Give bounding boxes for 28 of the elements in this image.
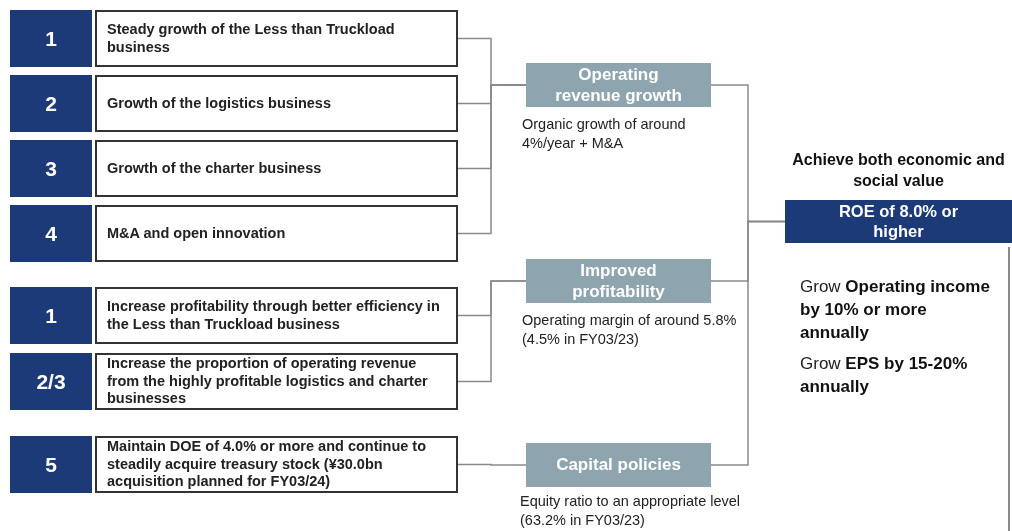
target-banner: ROE of 8.0% or higher [785, 200, 1012, 243]
number-tile: 2/3 [10, 353, 92, 410]
initiative-box: Steady growth of the Less than Truckload business [95, 10, 458, 67]
target-text: Grow Operating income by 10% or more annually [800, 276, 991, 344]
initiative-box: Growth of the logistics business [95, 75, 458, 132]
pillar-note: Organic growth of around 4%/year + M&A [522, 115, 687, 153]
pillar-box: Operating revenue growth [526, 63, 711, 107]
number-tile: 5 [10, 436, 92, 493]
number-tile: 2 [10, 75, 92, 132]
number-tile: 4 [10, 205, 92, 262]
initiative-box: Increase profitability through better efficiency in the Less than Truckload business [95, 287, 458, 344]
initiative-box: Growth of the charter business [95, 140, 458, 197]
pillar-box: Improved profitability [526, 259, 711, 303]
pillar-box: Capital policies [526, 443, 711, 487]
connector-line [457, 463, 527, 466]
number-tile: 1 [10, 10, 92, 67]
connector-line [457, 84, 527, 235]
pillar-note: Operating margin of around 5.8% (4.5% in FY03/23) [522, 311, 738, 349]
pillar-note: Equity ratio to an appropriate level (63.2% in FY03/23) [520, 492, 742, 530]
number-tile: 1 [10, 287, 92, 344]
connector-line [710, 220, 786, 466]
connector-line [457, 280, 527, 383]
number-tile: 3 [10, 140, 92, 197]
target-text: Grow EPS by 15-20% annually [800, 353, 969, 398]
goal-heading: Achieve both economic and social value [791, 149, 1006, 192]
initiative-box: Maintain DOE of 4.0% or more and continue to steadily acquire treasury stock (¥30.0bn acquisition planned for FY03/24) [95, 436, 458, 493]
initiative-box: Increase the proportion of operating revenue from the highly profitable logistics and charter businesses [95, 353, 458, 410]
initiative-box: M&A and open innovation [95, 205, 458, 262]
